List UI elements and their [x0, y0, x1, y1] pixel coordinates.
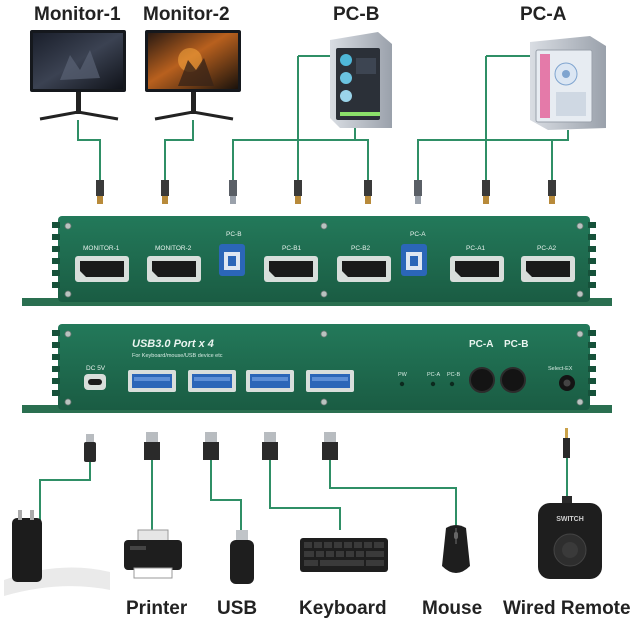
select-ex-jack [559, 375, 575, 391]
pc-a-tower-icon [530, 36, 606, 130]
pc-b-button-label: PC-B [504, 339, 528, 350]
port-label-pc-a: PC-A [410, 231, 426, 238]
label-monitor-2: Monitor-2 [143, 4, 230, 25]
led-label-pc-a: PC-A [427, 372, 440, 378]
usb-b-port [219, 244, 427, 276]
label-keyboard: Keyboard [299, 598, 387, 619]
select-ex-label: Select-EX [548, 366, 573, 372]
pc-a-button[interactable] [469, 367, 495, 393]
label-pc-b: PC-B [333, 4, 379, 25]
usb-port-title: USB3.0 Port x 4 [132, 338, 214, 350]
led-label-pw: PW [398, 372, 408, 378]
dc-port [84, 374, 106, 390]
bottom-plugs [84, 428, 570, 462]
pc-a-button-label: PC-A [469, 339, 493, 350]
label-usb: USB [217, 598, 257, 619]
top-plugs [96, 180, 556, 204]
label-pc-a: PC-A [520, 4, 567, 25]
displayport-port [75, 256, 575, 282]
kvm-back-panel [22, 324, 612, 413]
wired-remote-icon: SWITCH [538, 496, 602, 579]
power-adapter-icon [4, 510, 110, 596]
port-label-pc-b: PC-B [226, 231, 242, 238]
label-wired-remote: Wired Remote [503, 598, 631, 619]
port-label-pc-b1: PC-B1 [282, 245, 302, 252]
monitor-2-icon [145, 30, 241, 121]
remote-switch-text: SWITCH [556, 516, 584, 523]
dc-label: DC 5V [86, 365, 106, 372]
port-label-monitor-1: MONITOR-1 [83, 245, 120, 252]
port-label-pc-a1: PC-A1 [466, 245, 486, 252]
pc-b-button[interactable] [500, 367, 526, 393]
usb-stick-icon [230, 530, 254, 584]
label-printer: Printer [126, 598, 188, 619]
usb-a-port [128, 370, 354, 392]
port-label-pc-a2: PC-A2 [537, 245, 557, 252]
pc-b-tower-icon [330, 32, 392, 128]
printer-icon [124, 529, 182, 579]
bottom-cables [39, 458, 568, 530]
keyboard-icon [300, 538, 388, 572]
top-cables [77, 55, 569, 180]
port-label-pc-b2: PC-B2 [351, 245, 371, 252]
monitor-1-icon [30, 30, 126, 121]
port-label-monitor-2: MONITOR-2 [155, 245, 192, 252]
usb-port-subtitle: For Keyboard/mouse/USB device etc [132, 353, 223, 359]
led-label-pc-b: PC-B [447, 372, 460, 378]
label-monitor-1: Monitor-1 [34, 4, 121, 25]
label-mouse: Mouse [422, 598, 482, 619]
mouse-icon [442, 525, 470, 573]
status-led [399, 381, 455, 387]
